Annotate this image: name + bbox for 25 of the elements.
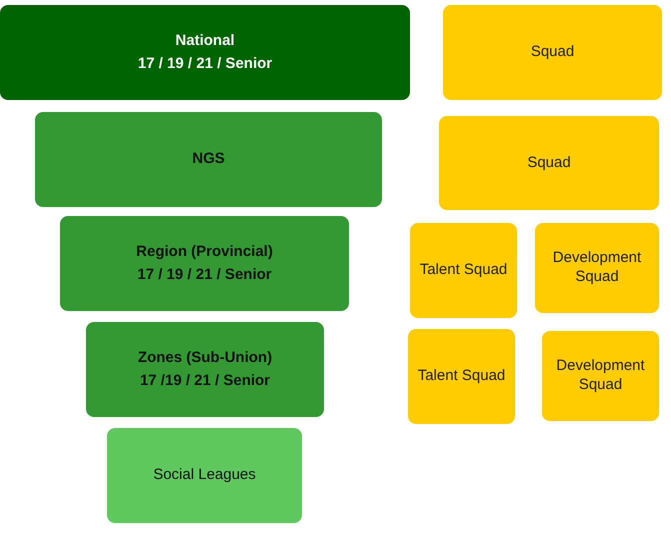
box-title: Development Squad [552,249,642,287]
box-title: Region (Provincial) [136,242,273,262]
box-subtitle: 17 /19 / 21 / Senior [140,372,270,390]
box-subtitle: 17 / 19 / 21 / Senior [137,266,272,284]
squad-box [535,223,659,313]
box-title: Development Squad [555,357,646,395]
box-title: Squad [527,154,571,172]
level-box [86,322,324,417]
level-box [0,5,410,100]
level-box [107,428,302,523]
box-title: Talent Squad [420,261,508,280]
squad-box [542,331,659,421]
squad-box [410,223,517,318]
box-title: Zones (Sub-Union) [138,348,272,368]
level-box [35,112,382,207]
squad-box [408,329,515,424]
box-title: Talent Squad [418,367,506,386]
level-box [60,216,349,311]
squad-box [443,5,662,100]
box-subtitle: 17 / 19 / 21 / Senior [138,54,272,74]
squad-box [439,116,659,210]
box-title: Squad [530,43,574,62]
box-title: NGS [192,150,225,169]
box-title: Social Leagues [153,466,256,485]
box-title: National [175,32,235,50]
